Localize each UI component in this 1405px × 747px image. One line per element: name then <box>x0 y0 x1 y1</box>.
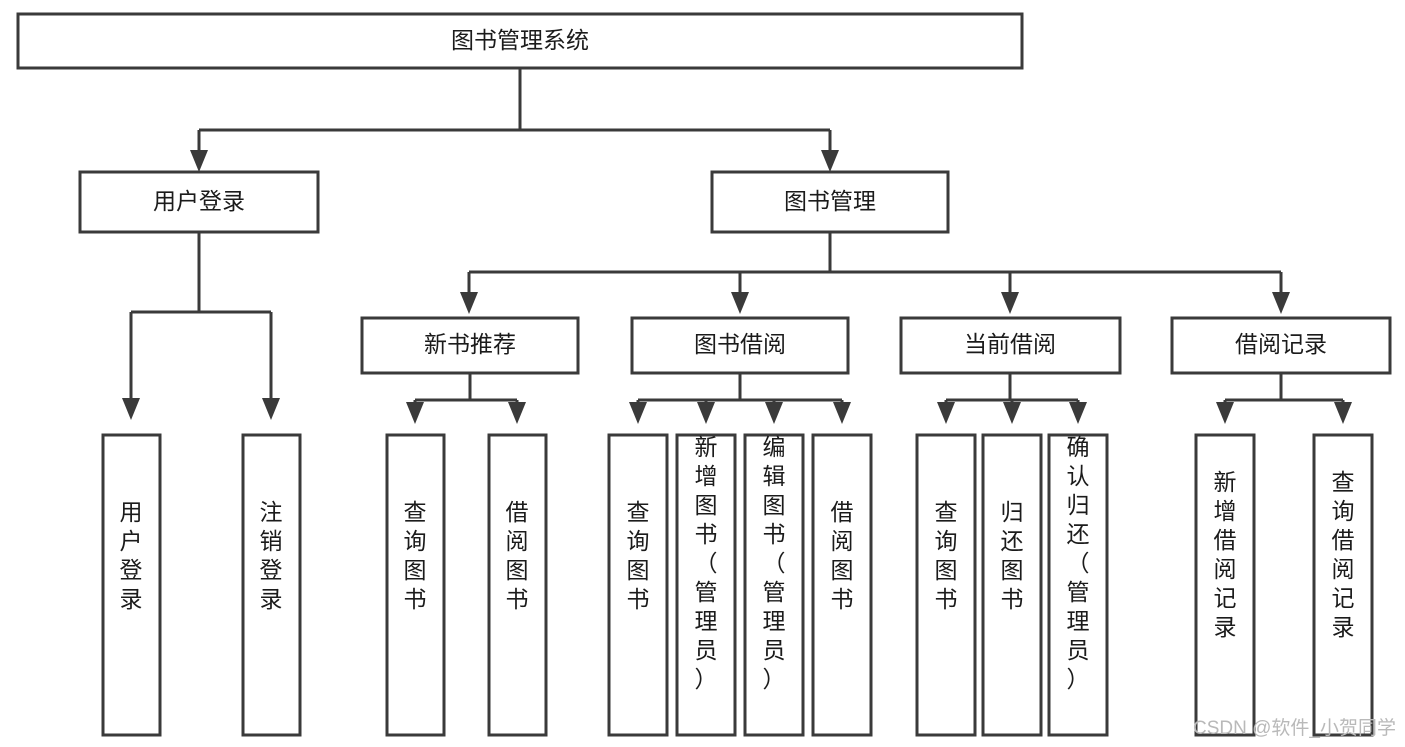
leaf-borrow-add-book-box <box>675 433 737 737</box>
leaf-user-login-logout-label: 注销登录 <box>260 499 283 612</box>
leaf-user-login-login-label: 用户登录 <box>120 499 143 612</box>
leaf-user-login-login[interactable]: 用户登录 <box>101 433 162 737</box>
leaf-current-confirm-return[interactable]: 确认归还（管理员） <box>1047 433 1109 737</box>
leaf-borrow-query-book-box <box>607 433 669 737</box>
watermark-label: CSDN @软件_小贺同学 <box>1193 717 1396 739</box>
arrow-current-leaf-3-icon <box>1069 402 1087 424</box>
leaf-current-query-book[interactable]: 查询图书 <box>915 433 977 737</box>
leaf-borrow-query-book-label: 查询图书 <box>627 499 650 612</box>
leaf-current-query-book-label: 查询图书 <box>935 499 958 612</box>
leaf-borrow-borrow-book[interactable]: 借阅图书 <box>811 433 873 737</box>
arrow-userlogin-leaf-1-icon <box>122 398 140 420</box>
leaf-current-return-book[interactable]: 归还图书 <box>981 433 1043 737</box>
arrow-current-leaf-1-icon <box>937 402 955 424</box>
leaf-borrow-edit-book[interactable]: 编辑图书（管理员） <box>743 433 805 737</box>
node-borrow-record-box <box>1170 316 1392 375</box>
leaf-record-query-record-box <box>1312 433 1374 737</box>
leaf-user-login-login-box <box>101 433 162 737</box>
node-current-borrow-box <box>899 316 1122 375</box>
leaf-current-confirm-return-label: 确认归还（管理员） <box>1067 434 1090 692</box>
arrow-bookmgmt-to-newbook-icon <box>460 292 478 314</box>
node-root-box <box>16 12 1024 70</box>
leaf-borrow-query-book[interactable]: 查询图书 <box>607 433 669 737</box>
leaf-record-query-record[interactable]: 查询借阅记录 <box>1312 433 1374 737</box>
leaf-borrow-borrow-book-box <box>811 433 873 737</box>
arrow-record-leaf-2-icon <box>1334 402 1352 424</box>
node-user-login[interactable]: 用户登录 <box>78 170 320 234</box>
arrow-newbook-leaf-2-icon <box>508 402 526 424</box>
leaf-borrow-add-book-label: 新增图书（管理员） <box>695 434 718 692</box>
node-root[interactable]: 图书管理系统 <box>16 12 1024 70</box>
arrow-userlogin-leaf-2-icon <box>262 398 280 420</box>
node-new-book-recommend-label: 新书推荐 <box>424 331 516 357</box>
arrow-borrow-leaf-3-icon <box>765 402 783 424</box>
arrow-bookmgmt-to-borrow-icon <box>731 292 749 314</box>
arrow-root-to-userlogin-icon <box>190 150 208 172</box>
leaf-record-add-record-box <box>1194 433 1256 737</box>
node-current-borrow-label: 当前借阅 <box>964 331 1056 357</box>
node-book-management-label: 图书管理 <box>784 188 876 214</box>
leaf-new-book-borrow[interactable]: 借阅图书 <box>487 433 548 737</box>
leaf-user-login-logout-box <box>241 433 302 737</box>
arrow-current-leaf-2-icon <box>1003 402 1021 424</box>
leaf-new-book-query-box <box>385 433 446 737</box>
leaf-new-book-borrow-box <box>487 433 548 737</box>
node-borrow-record[interactable]: 借阅记录 <box>1170 316 1392 375</box>
node-new-book-recommend-box <box>360 316 580 375</box>
arrow-bookmgmt-to-record-icon <box>1272 292 1290 314</box>
node-user-login-label: 用户登录 <box>153 188 245 214</box>
node-new-book-recommend[interactable]: 新书推荐 <box>360 316 580 375</box>
leaf-new-book-query-label: 查询图书 <box>404 499 427 612</box>
node-root-label: 图书管理系统 <box>451 27 589 53</box>
arrow-record-leaf-1-icon <box>1216 402 1234 424</box>
leaf-borrow-borrow-book-label: 借阅图书 <box>831 499 854 612</box>
leaf-borrow-edit-book-box <box>743 433 805 737</box>
leaf-current-return-book-box <box>981 433 1043 737</box>
leaf-new-book-borrow-label: 借阅图书 <box>506 499 529 612</box>
leaf-record-add-record[interactable]: 新增借阅记录 <box>1194 433 1256 737</box>
arrow-borrow-leaf-4-icon <box>833 402 851 424</box>
leaf-new-book-query[interactable]: 查询图书 <box>385 433 446 737</box>
arrow-root-to-bookmgmt-icon <box>821 150 839 172</box>
node-book-management-box <box>710 170 950 234</box>
node-borrow-record-label: 借阅记录 <box>1235 331 1327 357</box>
node-book-borrow-box <box>630 316 850 375</box>
node-book-borrow-label: 图书借阅 <box>694 331 786 357</box>
node-book-borrow[interactable]: 图书借阅 <box>630 316 850 375</box>
leaf-record-query-record-label: 查询借阅记录 <box>1332 469 1355 640</box>
leaf-current-query-book-box <box>915 433 977 737</box>
arrow-newbook-leaf-1-icon <box>406 402 424 424</box>
leaf-current-return-book-label: 归还图书 <box>1001 499 1024 612</box>
leaf-borrow-edit-book-label: 编辑图书（管理员） <box>763 434 786 692</box>
node-current-borrow[interactable]: 当前借阅 <box>899 316 1122 375</box>
leaf-borrow-add-book[interactable]: 新增图书（管理员） <box>675 433 737 737</box>
node-book-management[interactable]: 图书管理 <box>710 170 950 234</box>
arrow-bookmgmt-to-current-icon <box>1001 292 1019 314</box>
leaf-user-login-logout[interactable]: 注销登录 <box>241 433 302 737</box>
leaf-current-confirm-return-box <box>1047 433 1109 737</box>
arrow-borrow-leaf-2-icon <box>697 402 715 424</box>
leaf-record-add-record-label: 新增借阅记录 <box>1214 469 1237 640</box>
arrow-borrow-leaf-1-icon <box>629 402 647 424</box>
